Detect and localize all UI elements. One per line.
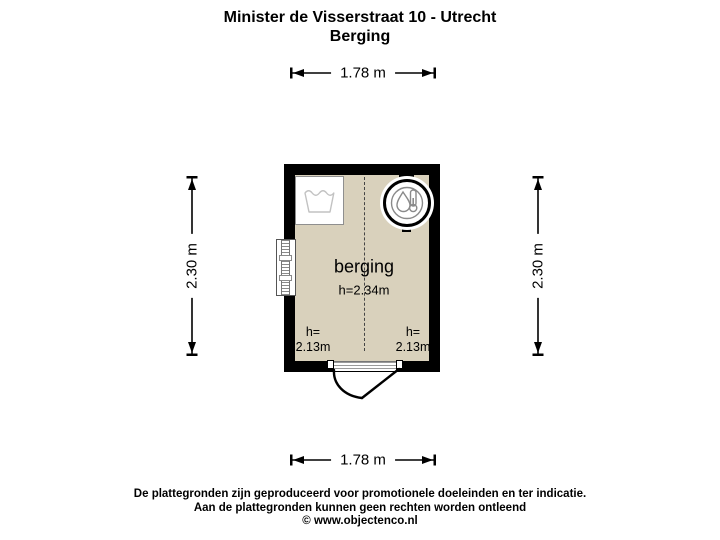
door-post (327, 360, 334, 369)
floorplan-room-berging: berging h=2.34m h= 2.13m h= 2.13m (276, 164, 440, 372)
dimension-label-top: 1.78 m (331, 62, 395, 84)
room-name-label: berging (333, 256, 395, 277)
title-room: Berging (329, 28, 391, 45)
height-mark-left: h= 2.13m (295, 325, 331, 354)
door-threshold (334, 361, 396, 371)
window-mullion (279, 255, 292, 261)
footer-disclaimer: De plattegronden zijn geproduceerd voor … (0, 488, 720, 529)
drop-glyph (396, 190, 411, 213)
dimension-label-left: 2.30 m (181, 234, 203, 298)
disclaimer-line-1: De plattegronden zijn geproduceerd voor … (133, 488, 587, 500)
window-glass-hatch (281, 240, 290, 295)
page-title: Minister de Visserstraat 10 - Utrecht Be… (0, 8, 720, 46)
title-address: Minister de Visserstraat 10 - Utrecht (223, 9, 497, 26)
door-swing (332, 367, 401, 400)
height-contour-line (364, 177, 365, 351)
height-mark-right: h= 2.13m (395, 325, 431, 354)
dimension-label-right: 2.30 m (527, 234, 549, 298)
dimension-label-bottom: 1.78 m (331, 449, 395, 471)
washing-machine (295, 176, 344, 225)
boiler-icon (380, 174, 434, 232)
copyright-line: © www.objectenco.nl (302, 515, 418, 527)
laundry-tub-icon (304, 190, 335, 213)
window-symbol (276, 239, 296, 296)
window-mullion (279, 275, 292, 281)
disclaimer-line-2: Aan de plattegronden kunnen geen rechten… (193, 501, 527, 514)
room-height-label: h=2.34m (338, 282, 390, 298)
